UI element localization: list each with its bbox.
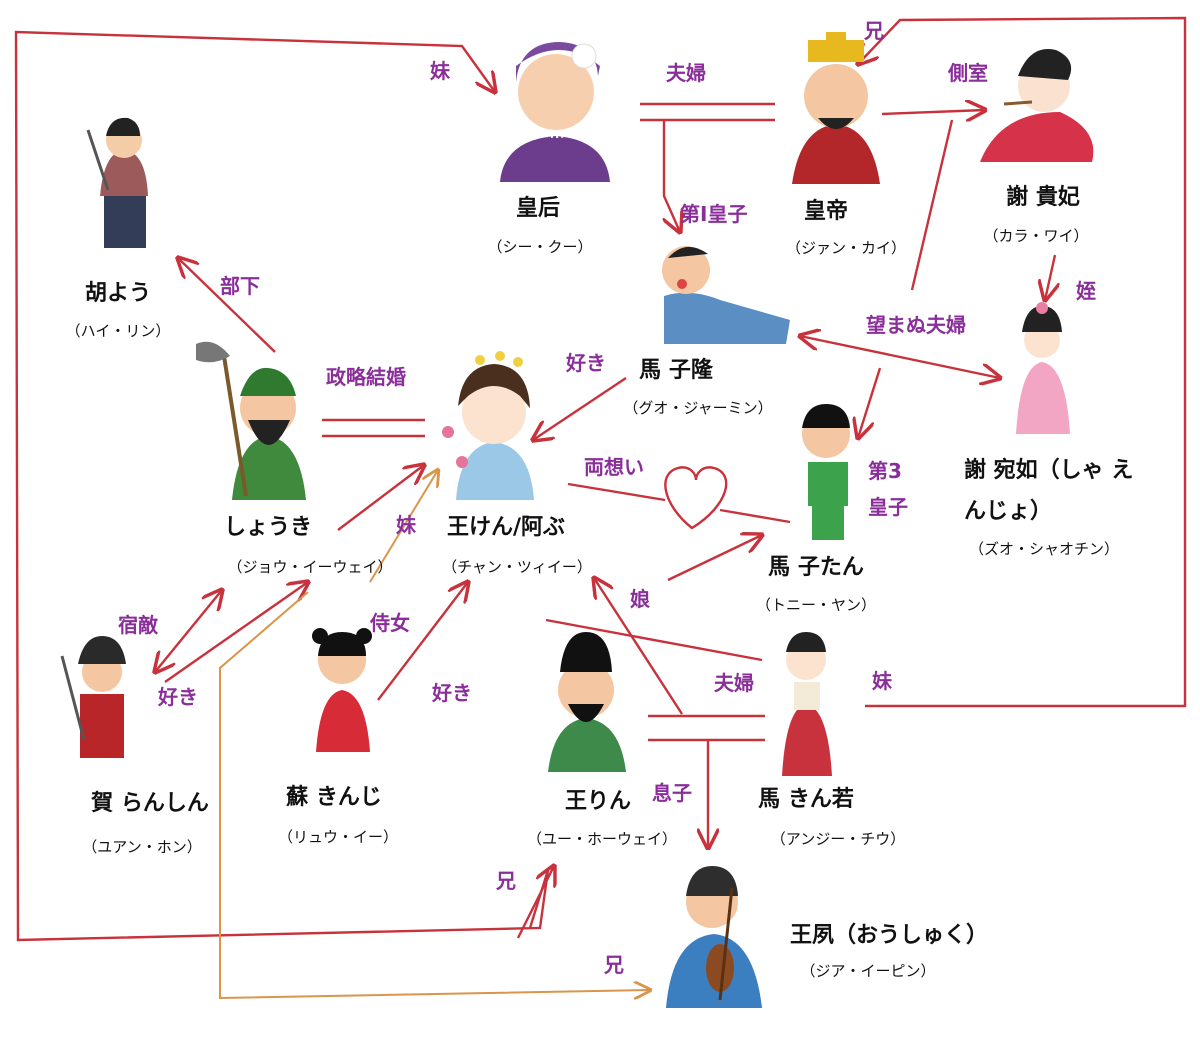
node-ma-zilong-reading: （グオ・ジャーミン） — [623, 399, 772, 417]
node-su-reading: （リュウ・イー） — [278, 828, 398, 846]
line-brother-1 — [516, 866, 554, 939]
node-wang-lin-name: 王りん — [565, 789, 631, 814]
label-rival: 宿敵 — [118, 613, 159, 637]
node-wang-su-name: 王夙（おうしゅく） — [790, 923, 988, 948]
line-brother-2 — [219, 591, 650, 998]
line-daughter-tan — [667, 535, 762, 582]
node-emperor-reading: （ジァン・カイ） — [786, 239, 906, 257]
node-su-name: 蘇 きんじ — [285, 784, 382, 810]
line-daughter — [594, 578, 684, 715]
line-niece — [1045, 254, 1055, 300]
node-wang-lin-reading: （ユー・ホーウェイ） — [527, 830, 677, 848]
line-orange-up — [369, 470, 438, 583]
label-third-prince-2: 皇子 — [868, 495, 908, 519]
node-ma-zilong-name: 馬 子隆 — [639, 358, 714, 383]
label-couple-top: 夫婦 — [666, 61, 706, 85]
label-third-prince-1: 第3 — [868, 459, 902, 483]
label-subordinate: 部下 — [220, 274, 260, 298]
hanbok-woman-icon — [782, 632, 832, 776]
node-emperor-name: 皇帝 — [804, 198, 848, 224]
label-maid: 侍女 — [369, 611, 410, 635]
label-likes-2: 好き — [157, 685, 198, 709]
line-rival — [155, 590, 222, 672]
label-brother-top: 兄 — [863, 19, 884, 43]
label-political-marriage: 政略結婚 — [326, 365, 406, 389]
pink-princess-icon — [1016, 302, 1070, 434]
line-outer-right-sister — [858, 16, 1187, 708]
consort-icon — [980, 49, 1094, 162]
node-he-name: 賀 らんしん — [90, 791, 209, 816]
maid-girl-icon — [312, 628, 372, 752]
official-icon — [548, 632, 626, 772]
emperor-icon — [792, 32, 880, 184]
label-first-prince: 第Ⅰ皇子 — [680, 202, 747, 226]
label-brother-1: 兄 — [495, 869, 516, 893]
label-likes-1: 好き — [565, 351, 606, 375]
node-xie-wanru-name-line1: 謝 宛如（しゃ え — [964, 457, 1133, 483]
node-empress-reading: （シー・クー） — [487, 238, 592, 256]
line-couple-bottom — [648, 714, 765, 742]
line-kinjaku-diag — [545, 618, 763, 662]
node-hu-reading: （ハイ・リン） — [66, 322, 171, 340]
node-wang-su-reading: （ジア・イーピン） — [800, 962, 935, 980]
line-unwanted-couple — [800, 336, 1000, 378]
line-likes-2 — [164, 582, 308, 683]
musician-icon — [666, 866, 762, 1008]
label-sister-top: 妹 — [429, 59, 451, 83]
swordswoman-icon — [86, 117, 148, 248]
line-likes-1 — [533, 377, 627, 440]
general-icon — [196, 341, 306, 500]
node-wang-ken-reading: （チャン・ツィイー） — [442, 558, 592, 576]
line-maid — [377, 582, 468, 701]
line-political-marriage — [322, 418, 425, 438]
heart-icon — [664, 466, 728, 530]
node-consort-reading: （カラ・ワイ） — [983, 227, 1088, 245]
label-son: 息子 — [652, 781, 692, 805]
lazy-prince-icon — [662, 246, 790, 344]
label-likes-3: 好き — [431, 681, 472, 705]
line-subordinate — [178, 258, 276, 353]
node-shouki-reading: （ジョウ・イーウェイ） — [227, 558, 392, 576]
line-consort-down — [910, 119, 954, 291]
node-he-reading: （ユアン・ホン） — [82, 838, 201, 856]
connections — [14, 16, 1187, 998]
line-concubine — [881, 110, 985, 114]
line-couple-top — [640, 102, 775, 122]
node-ma-kinjaku-name: 馬 きん若 — [758, 786, 854, 812]
label-brother-2: 兄 — [603, 953, 624, 977]
samurai-icon — [60, 636, 126, 758]
node-xie-wanru-name-line2: んじょ） — [964, 499, 1052, 524]
line-first-prince — [664, 120, 680, 232]
node-ma-kinjaku-reading: （アンジー・チウ） — [771, 830, 905, 848]
node-hu-name: 胡よう — [85, 281, 151, 306]
node-xie-wanru-reading: （ズオ・シャオチン） — [969, 540, 1119, 558]
empress-icon — [500, 42, 610, 182]
label-mutual-love: 両想い — [584, 455, 644, 479]
node-empress-name: 皇后 — [516, 195, 560, 221]
label-unwanted-couple: 望まぬ夫婦 — [866, 313, 966, 337]
node-shouki-name: しょうき — [224, 515, 312, 540]
label-niece: 姪 — [1076, 279, 1096, 303]
label-couple-bottom: 夫婦 — [714, 671, 754, 695]
line-sister-mid — [337, 465, 424, 531]
young-prince-icon — [802, 404, 850, 540]
node-wang-ken-name: 王けん/阿ぶ — [447, 515, 565, 540]
label-concubine: 側室 — [947, 61, 988, 85]
line-third-prince — [858, 367, 882, 438]
label-sister-right: 妹 — [871, 669, 893, 693]
princess-icon — [442, 351, 534, 500]
label-daughter: 娘 — [630, 587, 650, 611]
node-consort-name: 謝 貴妃 — [1006, 184, 1080, 210]
line-mutual-love — [567, 482, 791, 524]
node-ma-zitan-name: 馬 子たん — [768, 555, 864, 580]
node-ma-zitan-reading: （トニー・ヤン） — [756, 596, 876, 614]
label-sister-mid: 妹 — [395, 513, 417, 537]
